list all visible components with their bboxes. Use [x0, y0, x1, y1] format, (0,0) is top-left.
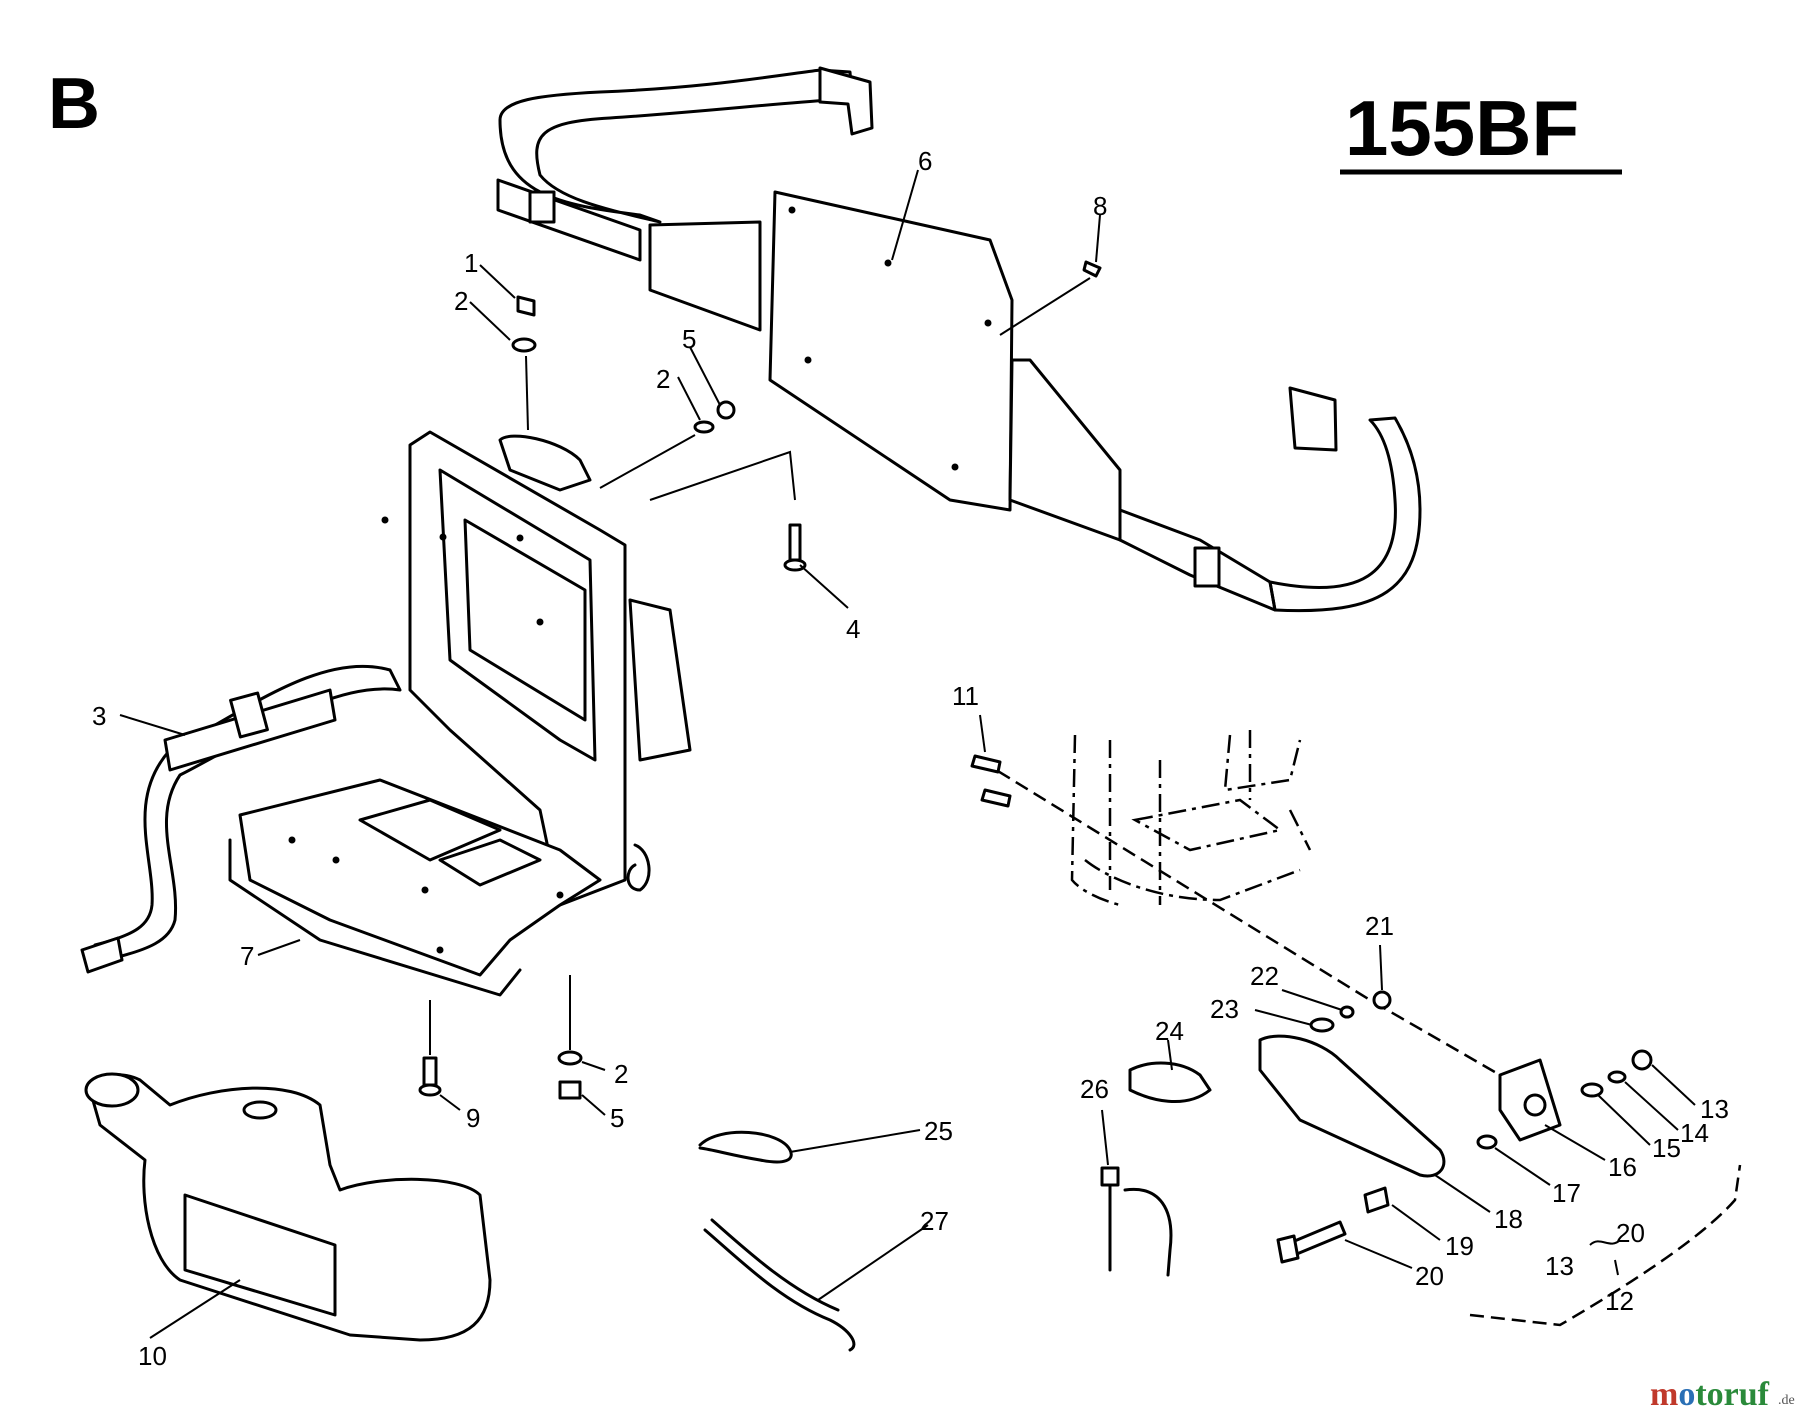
waist-belt-clip — [80, 936, 124, 974]
strap-adjuster-right — [1193, 546, 1221, 588]
washer-2-bottom-icon — [557, 1050, 583, 1066]
strap-web-left — [496, 178, 642, 262]
switch-cable-26-icon — [1108, 1168, 1173, 1277]
label-2-mid: 2 — [656, 364, 670, 394]
bolt-9-icon — [422, 1056, 438, 1087]
label-14: 14 — [1680, 1118, 1709, 1148]
back-pad-plate — [768, 190, 1014, 512]
engine-outline — [1070, 730, 1312, 907]
knob-21-icon — [1372, 990, 1392, 1010]
label-15: 15 — [1652, 1133, 1681, 1163]
label-19: 19 — [1445, 1231, 1474, 1261]
watermark-brand: motoruf — [1650, 1376, 1770, 1413]
fuel-cap-icon — [84, 1072, 140, 1108]
label-1: 1 — [464, 248, 478, 278]
assembly-axis-line — [979, 758, 1501, 1077]
strap-buckle-top — [818, 66, 874, 136]
fuel-tank-recess — [183, 1193, 337, 1317]
label-5-top: 5 — [682, 324, 696, 354]
spacer-19-icon — [1363, 1186, 1390, 1214]
label-3: 3 — [92, 701, 106, 731]
strap-adjuster-left — [528, 190, 556, 224]
label-22: 22 — [1250, 961, 1279, 991]
label-2-top: 2 — [454, 286, 468, 316]
bolt-4-icon — [788, 523, 802, 562]
watermark-tld: .de — [1778, 1393, 1795, 1408]
fuel-tank-body — [88, 1073, 492, 1342]
leader-8-line — [999, 277, 1091, 336]
kit-bracket-12 — [1469, 1164, 1742, 1327]
label-11: 11 — [952, 681, 979, 711]
waist-belt-adjuster — [229, 691, 269, 739]
pad-right-wing — [1008, 358, 1122, 542]
strap-buckle-right — [1288, 386, 1338, 452]
label-13-right: 13 — [1700, 1094, 1729, 1124]
model-title: 155BF — [1345, 84, 1579, 172]
nut-22-icon — [1339, 1005, 1355, 1019]
frame-hook — [626, 843, 651, 892]
part-labels: 1 2 2 2 3 4 5 5 6 7 8 9 10 11 12 13 13 1… — [92, 146, 1729, 1371]
harness-assembly — [496, 66, 1422, 613]
frame-top-mount — [498, 434, 592, 492]
label-8: 8 — [1093, 191, 1107, 221]
washer-15-icon — [1580, 1082, 1604, 1098]
bracket-16-icon — [1498, 1058, 1562, 1142]
nut-5-bottom-icon — [558, 1080, 582, 1100]
label-5-bottom: 5 — [610, 1103, 624, 1133]
hose-spring-27-icon — [703, 1228, 856, 1352]
nut-5-top-icon — [716, 400, 736, 420]
section-letter: B — [48, 64, 100, 144]
label-16: 16 — [1608, 1152, 1637, 1182]
fuel-tank — [84, 1072, 492, 1342]
lower-shoulder-strap — [1268, 416, 1422, 613]
washer-14-icon — [1607, 1070, 1627, 1084]
frame-base-plate — [238, 778, 602, 977]
label-23: 23 — [1210, 994, 1239, 1024]
nut-13-icon — [1631, 1049, 1653, 1071]
upper-shoulder-strap — [498, 68, 854, 224]
label-18: 18 — [1494, 1204, 1523, 1234]
label-24: 24 — [1155, 1016, 1184, 1046]
screw-8-icon — [1082, 260, 1102, 278]
base-slot-2 — [438, 838, 542, 887]
lever-24-icon — [1128, 1061, 1212, 1104]
label-13-kit: 13 — [1545, 1251, 1574, 1281]
label-9: 9 — [466, 1103, 480, 1133]
frame-window — [463, 518, 587, 722]
label-6: 6 — [918, 146, 932, 176]
watermark-logo: motoruf .de — [1650, 1376, 1795, 1413]
pad-left-wing — [648, 220, 762, 332]
label-17: 17 — [1552, 1178, 1581, 1208]
label-27: 27 — [920, 1206, 949, 1236]
label-4: 4 — [846, 614, 860, 644]
label-10: 10 — [138, 1341, 167, 1371]
label-26: 26 — [1080, 1074, 1109, 1104]
waist-belt — [93, 664, 402, 962]
cable-tie-25-icon — [698, 1130, 793, 1164]
leader-lines — [119, 169, 1696, 1339]
washer-17-icon — [1476, 1134, 1498, 1150]
frame-side-rail — [628, 598, 692, 762]
bolt-11-icon — [970, 754, 1002, 774]
washer-2-mid-icon — [693, 420, 715, 434]
label-20-kit: 20 — [1616, 1218, 1645, 1248]
label-21: 21 — [1365, 911, 1394, 941]
label-20-bolt: 20 — [1415, 1261, 1444, 1291]
washer-23-icon — [1309, 1017, 1335, 1033]
base-slot-1 — [358, 798, 502, 862]
backpack-frame — [228, 430, 692, 997]
throttle-arm-18-icon — [1258, 1034, 1446, 1178]
washer-2-top-icon — [511, 337, 537, 353]
nut-1-icon — [516, 295, 536, 317]
label-2-bottom: 2 — [614, 1059, 628, 1089]
label-12: 12 — [1605, 1286, 1634, 1316]
label-7: 7 — [240, 941, 254, 971]
label-25: 25 — [924, 1116, 953, 1146]
